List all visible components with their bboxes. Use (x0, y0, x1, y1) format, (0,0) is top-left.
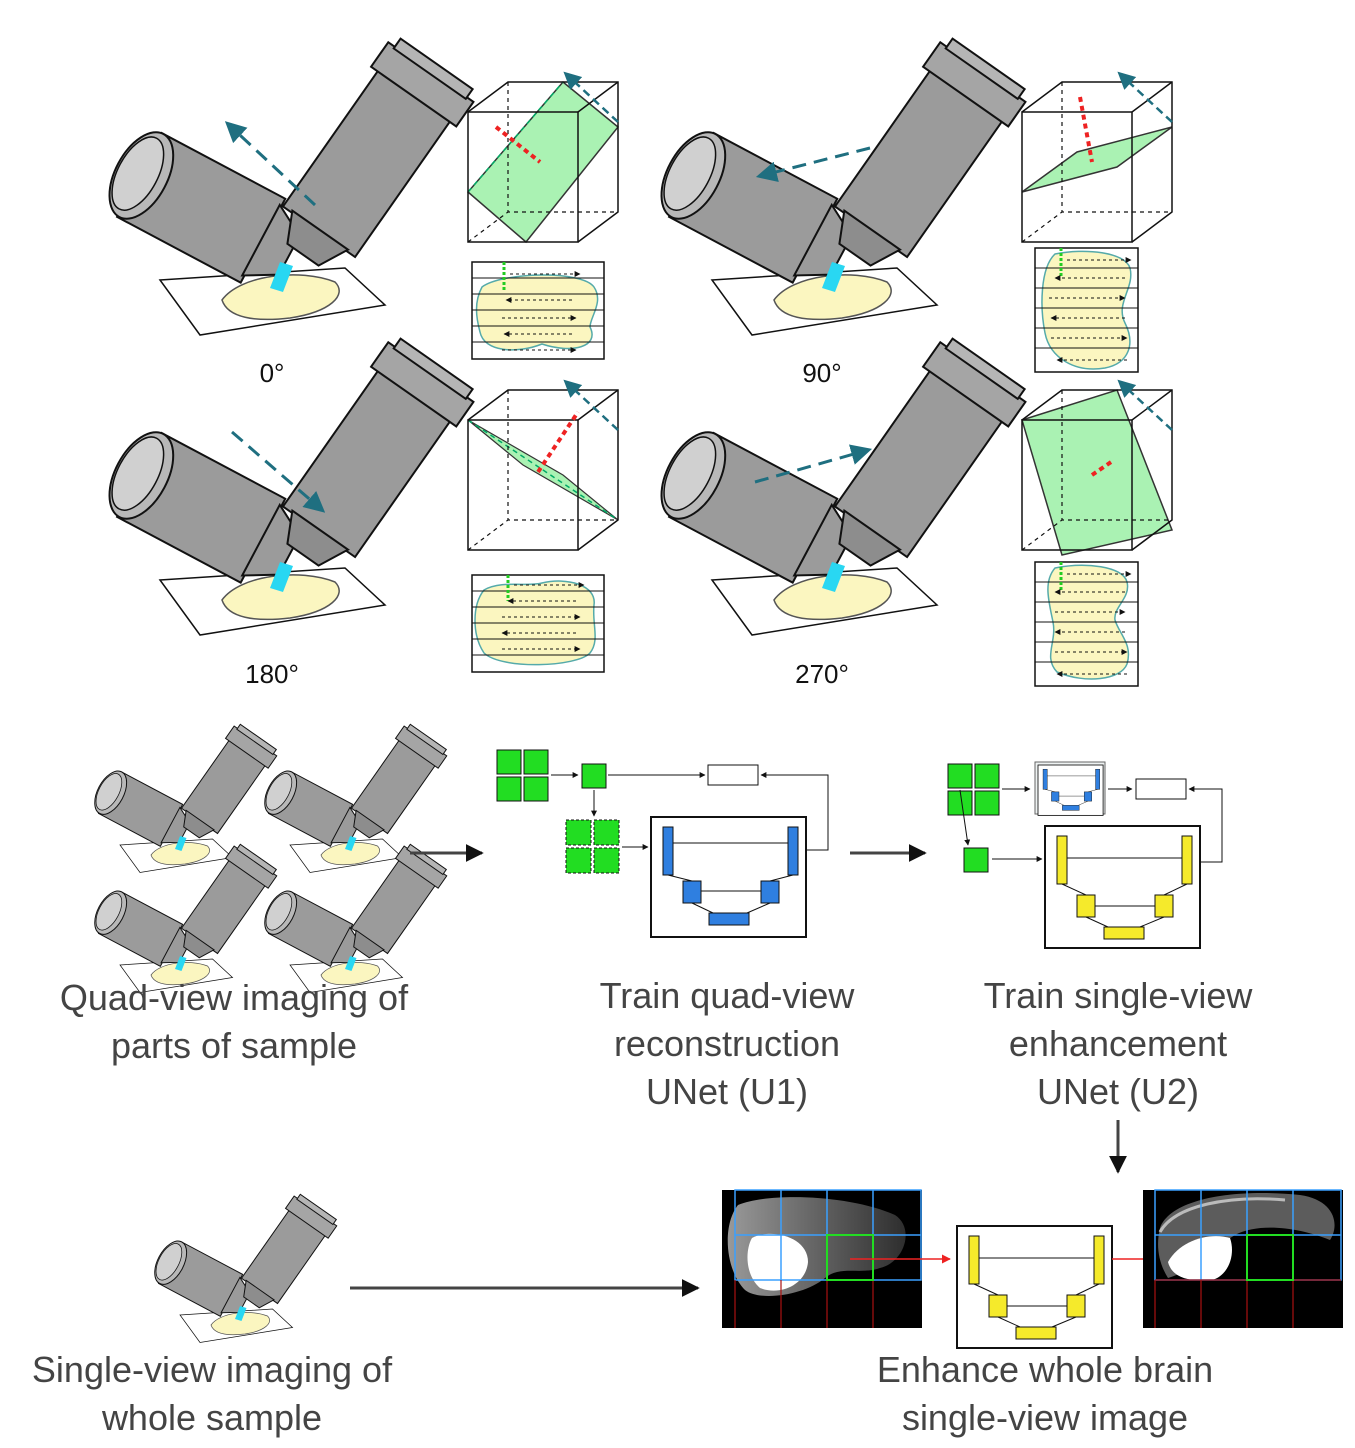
caption-enhance-line2: single-view image (902, 1397, 1188, 1438)
cube-180deg (467, 379, 619, 551)
single-scope (147, 1191, 341, 1343)
cube-0deg (466, 71, 620, 244)
u1-diagram (496, 749, 829, 938)
caption-train-u1-line1: Train quad-view (600, 975, 856, 1016)
caption-enhance-line1: Enhance whole brain (877, 1349, 1213, 1390)
quad-scopes (87, 721, 451, 993)
caption-train-u1-line3: UNet (U1) (646, 1071, 808, 1112)
caption-single-view-line2: whole sample (101, 1397, 322, 1438)
cube-270deg (1021, 379, 1174, 556)
caption-train-u1-line2: reconstruction (614, 1023, 840, 1064)
caption-train-u2-line1: Train single-view (984, 975, 1254, 1016)
scope-0deg (94, 33, 481, 336)
angle-label-270: 270° (795, 659, 849, 689)
caption-train-u2-line3: UNet (U2) (1037, 1071, 1199, 1112)
cube-90deg (1021, 71, 1173, 243)
scope-180deg (94, 333, 481, 636)
u2-inference-unet (956, 1225, 1113, 1349)
scope-270deg (646, 333, 1033, 636)
scan-0deg (471, 261, 605, 360)
output-brain-image (1143, 1189, 1343, 1328)
caption-train-u2-line2: enhancement (1009, 1023, 1227, 1064)
caption-quad-view-line2: parts of sample (111, 1025, 357, 1066)
caption-quad-view-line1: Quad-view imaging of (60, 977, 409, 1018)
caption-single-view-line1: Single-view imaging of (32, 1349, 393, 1390)
scope-90deg (646, 33, 1033, 336)
angle-label-0: 0° (260, 358, 285, 388)
scan-180deg (471, 574, 605, 673)
scan-270deg (1034, 561, 1139, 687)
u2-diagram (947, 761, 1223, 949)
scan-90deg (1034, 247, 1139, 373)
angle-label-180: 180° (245, 659, 299, 689)
angle-label-90: 90° (802, 358, 841, 388)
